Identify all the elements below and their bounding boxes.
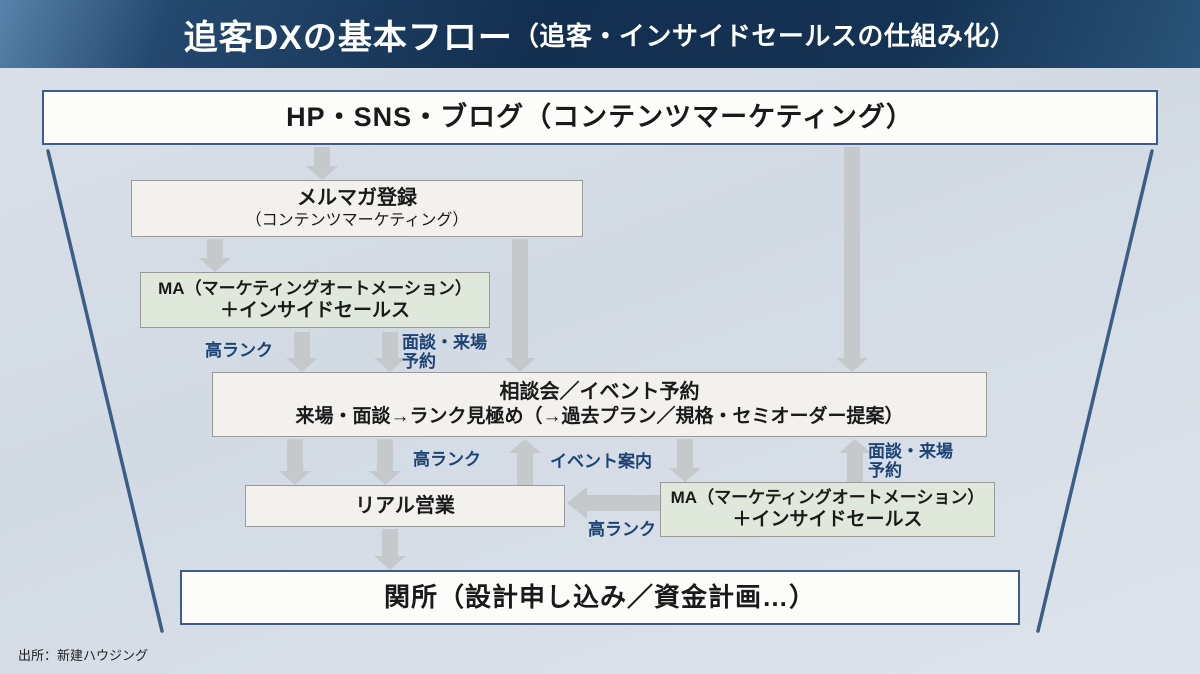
- box-source-channels: HP・SNS・ブログ（コンテンツマーケティング）: [42, 90, 1158, 145]
- arrow-real-sales-to-gate: [374, 529, 406, 570]
- box-mailmag-line2: （コンテンツマーケティング）: [245, 212, 469, 229]
- page-title: 追客DXの基本フロー: [183, 18, 513, 57]
- arrow-event-to-ma-right: [669, 439, 701, 482]
- funnel-line-right: [1036, 149, 1154, 633]
- label-event-invite: イベント案内: [550, 452, 652, 471]
- label-booking-right-line2: 予約: [868, 461, 902, 480]
- box-real-sales: リアル営業: [245, 485, 565, 527]
- box-gate: 関所（設計申し込み／資金計画…）: [180, 570, 1020, 625]
- source-credit: 出所：新建ハウジング: [18, 648, 149, 663]
- arrow-event-to-real-sales-highrank: [369, 439, 401, 485]
- box-ma-right-line2: ＋インサイドセールス: [732, 509, 923, 531]
- arrow-source-to-event-direct: [836, 147, 868, 372]
- arrow-ma-left-to-event-highrank: [286, 332, 318, 372]
- arrow-real-sales-to-event-invite: [509, 439, 541, 485]
- box-event: 相談会／イベント予約 来場・面談→ランク見極め（→過去プラン／規格・セミオーダー…: [212, 372, 987, 437]
- arrow-ma-left-to-event-booking: [374, 332, 406, 372]
- arrow-mailmag-to-event-direct: [504, 239, 536, 372]
- box-gate-label: 関所（設計申し込み／資金計画…）: [383, 582, 816, 613]
- box-ma-left-line2: ＋インサイドセールス: [219, 299, 410, 321]
- label-booking-left: 面談・来場 予約: [402, 333, 487, 371]
- box-event-line2: 来場・面談→ランク見極め（→過去プラン／規格・セミオーダー提案）: [295, 406, 904, 428]
- box-source-channels-label: HP・SNS・ブログ（コンテンツマーケティング）: [286, 101, 914, 132]
- arrow-source-to-mailmag: [306, 147, 338, 180]
- arrow-event-to-real-sales: [279, 439, 311, 485]
- label-high-rank-to-sales: 高ランク: [413, 450, 481, 469]
- box-mailmag-line1: メルマガ登録: [297, 187, 417, 209]
- arrow-ma-right-to-real-sales: [567, 487, 660, 519]
- box-mailmag: メルマガ登録 （コンテンツマーケティング）: [131, 180, 583, 237]
- box-real-sales-label: リアル営業: [355, 494, 455, 517]
- title-bar: 追客DXの基本フロー （追客・インサイドセールスの仕組み化）: [0, 0, 1200, 68]
- label-booking-right: 面談・来場 予約: [868, 442, 953, 480]
- label-booking-left-line1: 面談・来場: [402, 333, 487, 352]
- box-ma-right: MA（マーケティングオートメーション） ＋インサイドセールス: [660, 482, 995, 537]
- label-high-rank-right: 高ランク: [588, 520, 656, 539]
- arrow-ma-right-to-event-booking: [839, 439, 871, 482]
- label-booking-left-line2: 予約: [402, 352, 436, 371]
- box-event-line1: 相談会／イベント予約: [499, 381, 700, 404]
- page-subtitle: （追客・インサイドセールスの仕組み化）: [512, 20, 1017, 51]
- box-ma-right-line1: MA（マーケティングオートメーション）: [670, 488, 985, 507]
- label-booking-right-line1: 面談・来場: [868, 442, 953, 461]
- label-high-rank-left: 高ランク: [205, 341, 273, 360]
- arrow-mailmag-to-ma-left: [199, 239, 231, 272]
- box-ma-left: MA（マーケティングオートメーション） ＋インサイドセールス: [140, 272, 490, 328]
- box-ma-left-line1: MA（マーケティングオートメーション）: [158, 278, 472, 298]
